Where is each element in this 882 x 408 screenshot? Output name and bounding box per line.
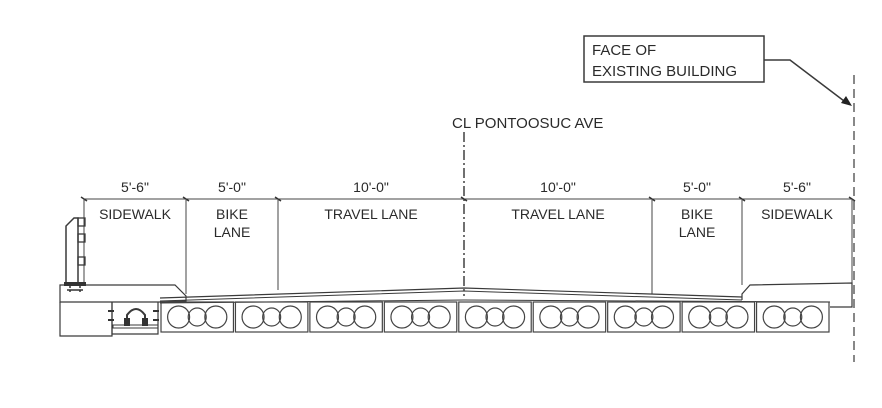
- left-sidewalk-structure: [59, 284, 187, 337]
- beam-void: [502, 305, 526, 329]
- beam-void: [353, 305, 377, 329]
- beam-void: [708, 307, 728, 327]
- beam-void: [650, 305, 675, 329]
- box-beam: [160, 301, 235, 333]
- deck-top-inner: [159, 290, 743, 302]
- dimension-label: 10'-0": [353, 179, 389, 195]
- beam-void: [485, 307, 505, 327]
- beam-void: [539, 305, 563, 329]
- beam-void: [315, 305, 340, 329]
- beam-void: [559, 307, 580, 327]
- box-beam: [755, 301, 830, 333]
- beam-void: [576, 305, 600, 329]
- box-beam: [607, 301, 681, 333]
- leader-line: [764, 59, 849, 105]
- beam-void: [390, 305, 414, 329]
- segment-label: BIKE: [681, 206, 713, 222]
- beam-void: [783, 307, 803, 327]
- right-sidewalk-structure: [741, 282, 853, 308]
- deck-top: [159, 287, 743, 299]
- segment-label: BIKE: [216, 206, 248, 222]
- beam-void: [336, 307, 356, 327]
- centerline-label: CL PONTOOSUC AVE: [452, 115, 603, 132]
- beam-void: [187, 307, 207, 327]
- dimension-label: 10'-0": [540, 179, 576, 195]
- beam-void: [204, 305, 228, 329]
- segment-label: LANE: [679, 224, 716, 240]
- leader-arrow-icon: [841, 96, 852, 106]
- beam-void: [241, 305, 265, 329]
- beam-void: [167, 305, 191, 329]
- segment-label: TRAVEL LANE: [324, 206, 417, 222]
- beam-void: [762, 305, 786, 329]
- callout-line-2: EXISTING BUILDING: [592, 63, 737, 80]
- box-beam: [458, 301, 532, 333]
- box-beam: [532, 301, 607, 333]
- segment-label: SIDEWALK: [761, 206, 833, 222]
- building-callout: FACE OF EXISTING BUILDING: [583, 35, 852, 106]
- box-beam: [234, 301, 309, 333]
- segment-label: SIDEWALK: [99, 206, 171, 222]
- dimension-label: 5'-6": [783, 179, 811, 195]
- callout-line-1: FACE OF: [592, 42, 656, 59]
- box-beam: [309, 301, 383, 333]
- dimension-label: 5'-0": [683, 179, 711, 195]
- dimension-label: 5'-0": [218, 179, 246, 195]
- callout-box: [583, 35, 765, 83]
- beam-void: [634, 307, 654, 327]
- dimension-label: 5'-6": [121, 179, 149, 195]
- beam-void: [427, 305, 451, 329]
- beam-void: [688, 305, 712, 329]
- beam-void: [410, 307, 431, 327]
- segment-label: LANE: [214, 224, 251, 240]
- deck: [159, 287, 831, 304]
- bearing-icon: [126, 308, 146, 326]
- beam-void: [278, 305, 302, 329]
- beam-void: [613, 305, 637, 329]
- beam-void: [464, 305, 488, 329]
- beam-void: [262, 307, 282, 327]
- segment-label: TRAVEL LANE: [511, 206, 604, 222]
- railing: [64, 217, 86, 294]
- dimension-tick: [460, 196, 468, 202]
- beam-void: [725, 305, 749, 329]
- box-beam: [681, 301, 756, 333]
- beam-void: [799, 305, 823, 329]
- box-beam: [383, 301, 458, 333]
- box-beams: [160, 301, 830, 333]
